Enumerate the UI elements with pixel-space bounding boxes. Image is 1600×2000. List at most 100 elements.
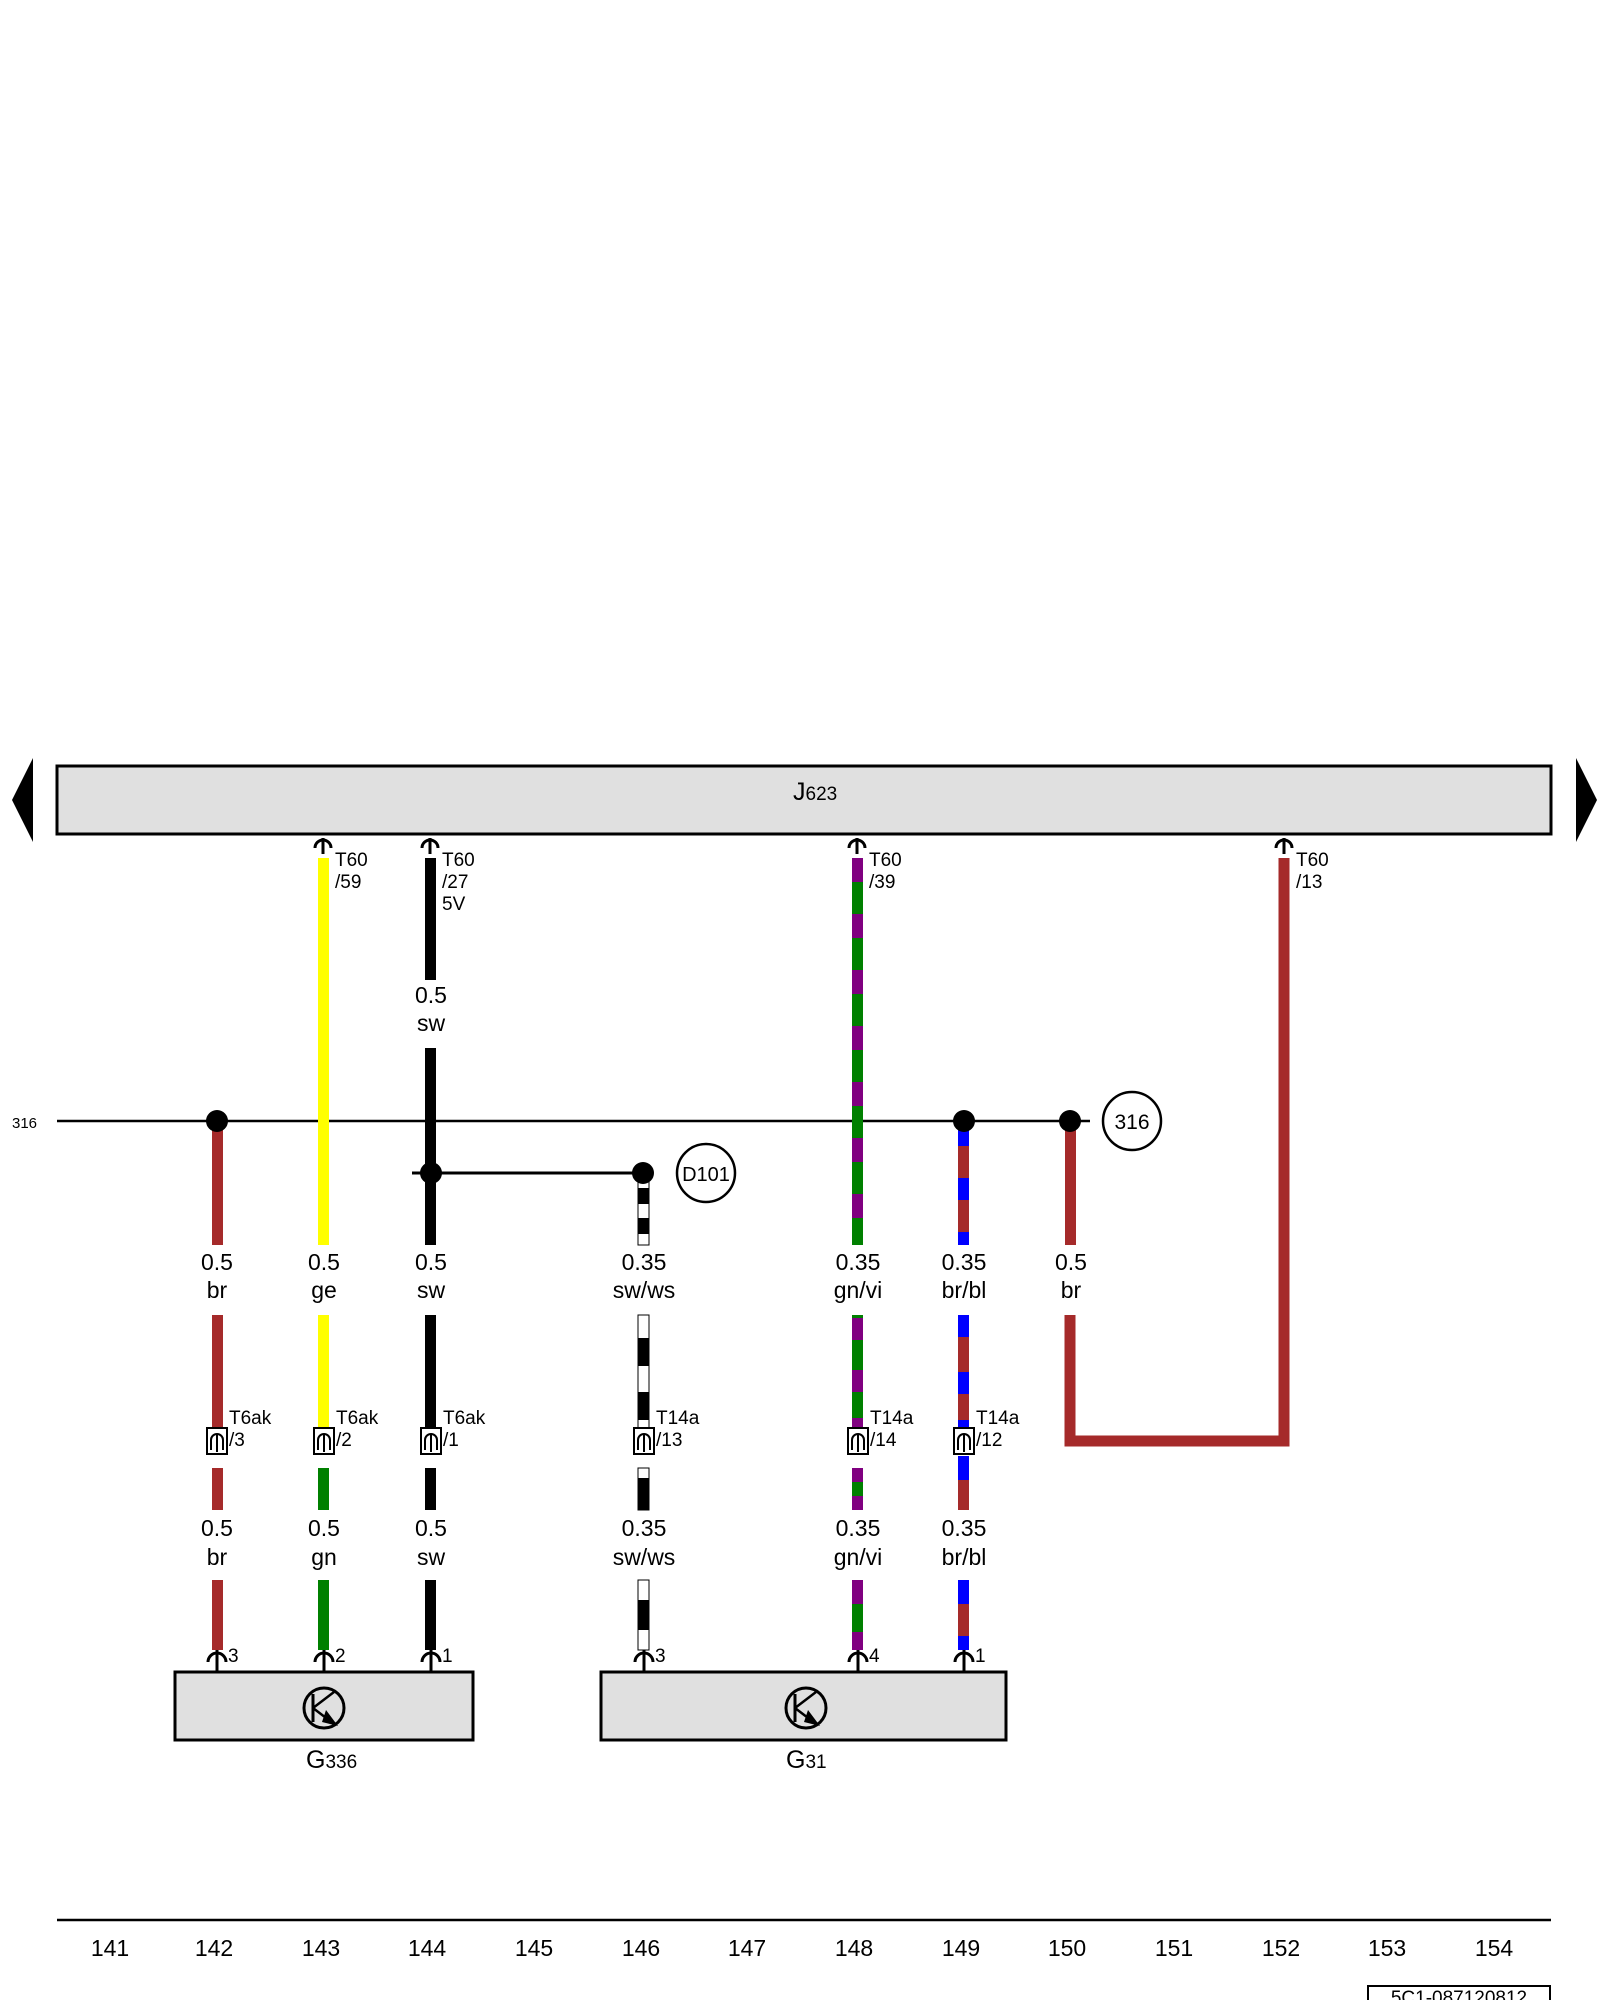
svg-text:154: 154 (1475, 1935, 1514, 1961)
svg-text:/1: /1 (443, 1430, 459, 1451)
sensor-pin-g31-3: 3 (633, 1646, 666, 1672)
top-pin-t60-13[interactable]: T60 /13 (1274, 836, 1329, 893)
control-unit-j623: J623 (55, 764, 1553, 836)
svg-text:T6ak: T6ak (443, 1408, 486, 1429)
svg-text:3: 3 (228, 1646, 239, 1667)
arrow-left-icon[interactable] (12, 758, 33, 842)
top-pin-t60-39[interactable]: T60 /39 (847, 836, 902, 893)
arrow-right-icon[interactable] (1576, 758, 1597, 842)
control-unit-label: J623 (793, 778, 837, 806)
svg-text:142: 142 (195, 1935, 233, 1961)
svg-text:2: 2 (335, 1646, 346, 1667)
svg-text:sw/ws: sw/ws (613, 1277, 676, 1303)
lower-wire-labels: 0.5 br 0.5 gn 0.5 sw 0.35 sw/ws 0.35 gn/… (201, 1515, 986, 1570)
ground-point-d101: D101 (675, 1142, 737, 1204)
wire-142-br (212, 1121, 223, 1650)
bus-left-label: 316 (12, 1115, 37, 1132)
svg-text:0.5: 0.5 (415, 1515, 447, 1541)
svg-text:T14a: T14a (656, 1408, 700, 1429)
svg-text:148: 148 (835, 1935, 873, 1961)
connector-t6ak-1[interactable]: T6ak /1 (420, 1408, 486, 1455)
svg-text:0.5: 0.5 (308, 1249, 340, 1275)
svg-text:0.5: 0.5 (415, 982, 447, 1008)
svg-text:/59: /59 (335, 872, 361, 893)
svg-text:0.35: 0.35 (622, 1515, 667, 1541)
svg-text:br: br (207, 1277, 228, 1303)
svg-text:147: 147 (728, 1935, 766, 1961)
drawing-code: 5C1-087120812 (1367, 1985, 1551, 2000)
connector-t14a-14[interactable]: T14a /14 (847, 1408, 914, 1455)
svg-text:5V: 5V (442, 894, 466, 915)
component-label-g336: G336 (306, 1746, 357, 1774)
sensor-symbol-icon (302, 1686, 346, 1730)
svg-text:/3: /3 (229, 1430, 245, 1451)
connector-t14a-12[interactable]: T14a /12 (953, 1408, 1020, 1455)
wire-148-gn-vi (852, 858, 863, 1650)
svg-text:143: 143 (302, 1935, 340, 1961)
svg-text:T60: T60 (1296, 850, 1329, 871)
connector-t14a-13[interactable]: T14a /13 (633, 1408, 700, 1455)
svg-text:/13: /13 (1296, 872, 1322, 893)
svg-text:150: 150 (1048, 1935, 1086, 1961)
svg-text:gn/vi: gn/vi (834, 1544, 883, 1570)
svg-text:1: 1 (975, 1646, 986, 1667)
svg-text:br/bl: br/bl (942, 1544, 987, 1570)
svg-text:br/bl: br/bl (942, 1277, 987, 1303)
svg-text:0.35: 0.35 (942, 1515, 987, 1541)
wire-150-152-br (1064, 858, 1290, 1447)
sensor-symbol-icon (784, 1686, 828, 1730)
svg-text:/39: /39 (869, 872, 895, 893)
svg-text:/27: /27 (442, 872, 468, 893)
svg-text:gn/vi: gn/vi (834, 1277, 883, 1303)
svg-text:1: 1 (442, 1646, 453, 1667)
sensor-pin-g336-1: 1 (420, 1646, 453, 1672)
sensor-pin-g336-2: 2 (313, 1646, 346, 1672)
svg-text:3: 3 (655, 1646, 666, 1667)
svg-text:D101: D101 (682, 1164, 730, 1186)
svg-text:316: 316 (1114, 1111, 1149, 1134)
svg-text:T6ak: T6ak (336, 1408, 379, 1429)
mid-wire-labels: 0.5 br 0.5 ge 0.5 sw 0.35 sw/ws 0.35 gn/… (201, 1249, 1087, 1303)
svg-text:br: br (1061, 1277, 1082, 1303)
wire-143-ge-gn (318, 858, 329, 1650)
svg-text:T6ak: T6ak (229, 1408, 272, 1429)
svg-text:/14: /14 (870, 1430, 897, 1451)
svg-text:153: 153 (1368, 1935, 1406, 1961)
connector-t6ak-2[interactable]: T6ak /2 (313, 1408, 379, 1455)
sensor-pins: 3 2 1 3 4 1 (206, 1646, 986, 1672)
component-g31[interactable]: G31 (599, 1670, 1008, 1774)
sensor-pin-g336-3: 3 (206, 1646, 239, 1672)
svg-text:0.5: 0.5 (201, 1249, 233, 1275)
svg-text:0.5: 0.5 (308, 1515, 340, 1541)
svg-text:T60: T60 (869, 850, 902, 871)
svg-text:151: 151 (1155, 1935, 1193, 1961)
column-numbers: 141 142 143 144 145 146 147 148 149 150 … (91, 1935, 1514, 1961)
svg-text:/12: /12 (976, 1430, 1002, 1451)
top-pin-t60-59[interactable]: T60 /59 (313, 836, 368, 893)
wire-146-sw-ws (637, 1172, 650, 1651)
svg-text:4: 4 (869, 1646, 880, 1667)
component-label-g31: G31 (786, 1746, 827, 1774)
svg-text:0.35: 0.35 (836, 1515, 881, 1541)
wire-144-sw (425, 858, 436, 1650)
svg-text:141: 141 (91, 1935, 129, 1961)
svg-text:br: br (207, 1544, 228, 1570)
svg-text:sw: sw (417, 1010, 446, 1036)
svg-text:149: 149 (942, 1935, 980, 1961)
svg-text:0.35: 0.35 (942, 1249, 987, 1275)
svg-text:152: 152 (1262, 1935, 1300, 1961)
component-g336[interactable]: G336 (173, 1670, 475, 1774)
svg-text:0.5: 0.5 (201, 1515, 233, 1541)
upper-wire-label-144: 0.5 sw (415, 982, 447, 1036)
svg-text:sw: sw (417, 1277, 446, 1303)
svg-text:T60: T60 (442, 850, 475, 871)
top-pin-t60-27[interactable]: T60 /27 5V (420, 836, 475, 915)
connector-t6ak-3[interactable]: T6ak /3 (206, 1408, 272, 1455)
svg-text:0.5: 0.5 (1055, 1249, 1087, 1275)
svg-text:ge: ge (311, 1277, 337, 1303)
sensor-pin-g31-1: 1 (953, 1646, 986, 1672)
svg-text:144: 144 (408, 1935, 447, 1961)
svg-text:gn: gn (311, 1544, 337, 1570)
svg-text:0.35: 0.35 (836, 1249, 881, 1275)
junction-dots (206, 1110, 1081, 1184)
